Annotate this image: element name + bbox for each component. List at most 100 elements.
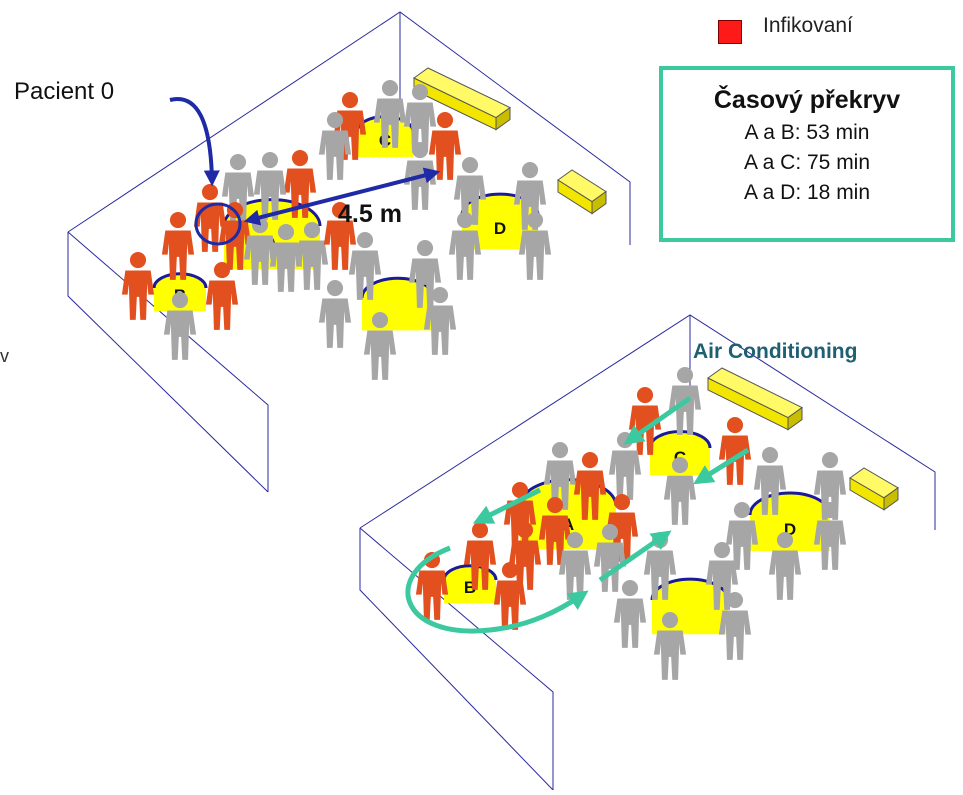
top-person-16: [161, 212, 195, 280]
bottom-person-24-head: [621, 580, 639, 597]
top-person-18-head: [213, 262, 231, 279]
time-overlap-box: Časový překryv A a B: 53 min A a C: 75 m…: [659, 66, 955, 242]
top-person-22: [448, 212, 482, 280]
bottom-table-d-top: [750, 493, 830, 551]
infected-legend-swatch: [718, 20, 742, 44]
bottom-person-8-body: [543, 460, 577, 510]
bottom-person-14-body: [508, 540, 542, 590]
bottom-person-16-body: [415, 570, 449, 620]
top-person-24-body: [348, 250, 382, 300]
top-person-12-body: [243, 235, 277, 285]
bottom-person-11-head: [546, 497, 564, 514]
patient-zero-circle: [194, 202, 242, 246]
ac-unit-top-small-side: [591, 190, 607, 215]
bottom-person-7: [813, 452, 847, 520]
airflow-loop-arrow: [405, 545, 589, 634]
patient-zero-label: Pacient 0: [14, 78, 115, 105]
bottom-person-25-body: [718, 610, 752, 660]
bottom-person-20-head: [713, 542, 731, 559]
distance-arrow: [243, 167, 441, 226]
airflow-arrow-1: [623, 395, 692, 445]
bottom-person-18-head: [601, 524, 619, 541]
overlap-row-ab: A a B: 53 min: [744, 121, 870, 144]
bottom-table-d: D: [748, 491, 832, 551]
bottom-person-1-head: [636, 387, 654, 404]
bottom-person-13-head: [471, 522, 489, 539]
bottom-person-4: [608, 432, 642, 500]
bottom-person-21: [725, 502, 759, 570]
top-room-front-edge: [67, 232, 269, 493]
ac-unit-top-large-side: [495, 106, 511, 131]
top-person-3: [403, 84, 437, 152]
top-person-17-body: [121, 270, 155, 320]
top-person-5-head: [436, 112, 454, 129]
top-person-28-head: [371, 312, 389, 329]
bottom-person-5-head: [671, 457, 689, 474]
ac-unit-bottom-small: [849, 467, 899, 511]
top-person-28-body: [363, 330, 397, 380]
top-person-3-body: [403, 102, 437, 152]
top-person-16-head: [169, 212, 187, 229]
bottom-person-12-head: [613, 494, 631, 511]
overlap-row-ad: A a D: 18 min: [743, 181, 871, 204]
time-overlap-title: Časový překryv: [713, 86, 901, 114]
top-person-4-body: [318, 130, 352, 180]
top-person-11-body: [218, 220, 252, 270]
edge-text-fragment: v: [0, 346, 9, 366]
top-person-14-head: [303, 222, 321, 239]
bottom-person-3-head: [726, 417, 744, 434]
airflow-arrow-3: [472, 487, 542, 524]
distance-label: 4.5 m: [338, 200, 402, 228]
bottom-person-23: [813, 502, 847, 570]
bottom-person-8: [543, 442, 577, 510]
bottom-person-16: [415, 552, 449, 620]
top-person-14: [295, 222, 329, 290]
top-room-outline: [67, 11, 631, 245]
top-person-27-head: [431, 287, 449, 304]
top-person-25-head: [416, 240, 434, 257]
bottom-person-4-body: [608, 450, 642, 500]
top-person-22-head: [456, 212, 474, 229]
bottom-person-5: [663, 457, 697, 525]
bottom-person-5-body: [663, 475, 697, 525]
bottom-person-24-body: [613, 598, 647, 648]
top-person-26-head: [326, 280, 344, 297]
bottom-person-15-body: [558, 550, 592, 600]
top-person-6-body: [403, 160, 437, 210]
top-person-9-head: [229, 154, 247, 171]
top-person-19: [163, 292, 197, 360]
top-person-19-body: [163, 310, 197, 360]
bottom-person-24: [613, 580, 647, 648]
top-person-20-head: [461, 157, 479, 174]
top-person-17-head: [129, 252, 147, 269]
top-person-1-head: [341, 92, 359, 109]
top-person-8-head: [261, 152, 279, 169]
bottom-person-17-body: [493, 580, 527, 630]
airflow-arrow-2: [693, 447, 750, 485]
bottom-person-25: [718, 592, 752, 660]
top-person-19-head: [171, 292, 189, 309]
bottom-person-2: [668, 367, 702, 435]
bottom-person-17-head: [501, 562, 519, 579]
bottom-table-b-rim: [442, 564, 498, 581]
bottom-person-22-body: [768, 550, 802, 600]
top-person-20-body: [453, 175, 487, 225]
bottom-room-front-edge: [359, 528, 554, 791]
bottom-person-8-head: [551, 442, 569, 459]
top-person-2-body: [373, 98, 407, 148]
top-person-23-head: [526, 212, 544, 229]
top-room-left-wall: [67, 231, 269, 492]
bottom-person-22: [768, 532, 802, 600]
top-person-24-head: [356, 232, 374, 249]
overlap-row-ac: A a C: 75 min: [743, 151, 871, 174]
bottom-person-7-head: [821, 452, 839, 469]
bottom-table-c-top: [650, 431, 710, 475]
top-person-18: [205, 262, 239, 330]
top-person-22-body: [448, 230, 482, 280]
top-person-28: [363, 312, 397, 380]
top-person-27-body: [423, 305, 457, 355]
top-person-20: [453, 157, 487, 225]
top-person-2: [373, 80, 407, 148]
top-person-4: [318, 112, 352, 180]
air-conditioning-label: Air Conditioning: [693, 340, 858, 363]
